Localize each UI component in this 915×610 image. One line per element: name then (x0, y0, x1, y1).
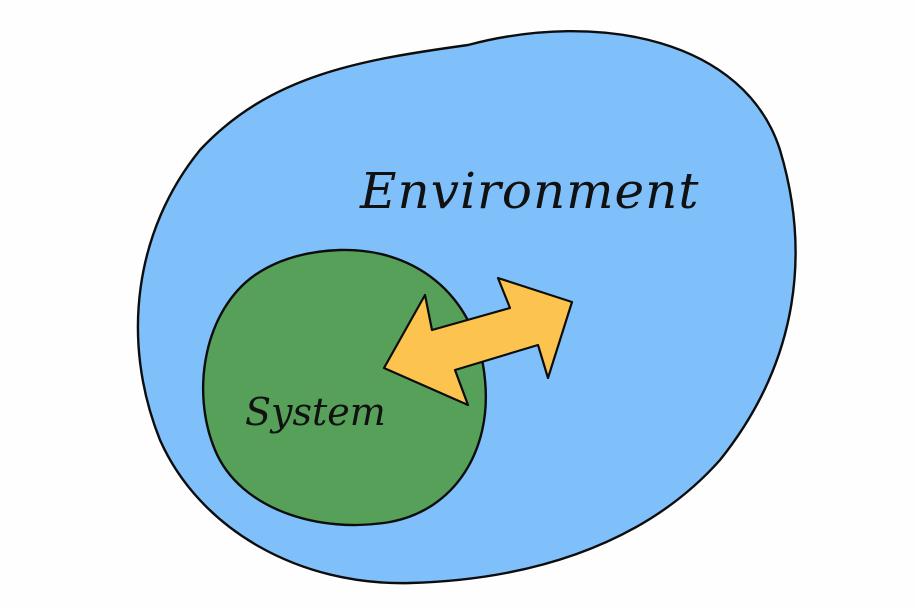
system-label: System (245, 390, 386, 434)
environment-label: Environment (359, 162, 699, 220)
interaction-arrow (382, 276, 574, 407)
